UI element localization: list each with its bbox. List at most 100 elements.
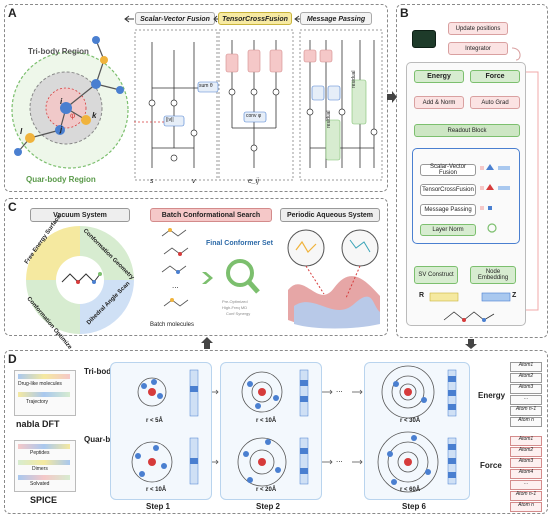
quar-body-region-label: Quar-body Region bbox=[26, 175, 96, 184]
mp-box: Message Passing bbox=[420, 204, 476, 216]
residual-label-1: residual bbox=[351, 70, 357, 88]
spice-bar-1 bbox=[18, 444, 70, 449]
energy-atom-1: Atom1 bbox=[510, 362, 542, 372]
scalar-vector-fusion-header: Scalar-Vector Fusion bbox=[135, 12, 215, 25]
vacuum-quadrant-circle bbox=[26, 226, 134, 334]
trajectory-label: Trajectory bbox=[26, 399, 49, 405]
spice-bar-3 bbox=[18, 475, 70, 480]
batch-search-header: Batch Conformational Search bbox=[150, 208, 272, 222]
energy-atom-n: Atom n bbox=[510, 417, 542, 427]
step1-quar-cutoff: r < 10Å bbox=[146, 487, 167, 493]
step1-label: Step 1 bbox=[146, 502, 171, 511]
block-io-icons bbox=[480, 164, 510, 233]
v-output-label: v bbox=[192, 178, 196, 185]
tcf-box: TensorCrossFusion bbox=[420, 184, 476, 196]
magnifier-icon bbox=[226, 259, 260, 294]
drug-like-label: Drug-like molecules bbox=[18, 381, 62, 387]
r-label: R bbox=[419, 292, 425, 299]
step1-tri-cutoff: r < 5Å bbox=[146, 418, 163, 424]
d-to-c-arrow bbox=[201, 337, 213, 349]
step-gap-dots-top: ... bbox=[336, 385, 343, 394]
panel-a-letter: A bbox=[8, 6, 17, 20]
search-chevron-icon bbox=[202, 272, 213, 284]
spice-bar-2 bbox=[18, 460, 70, 465]
update-positions-box: Update positions bbox=[448, 22, 508, 35]
conv-op-label: conv φ bbox=[246, 113, 262, 119]
add-norm-box: Add & Norm bbox=[414, 96, 464, 109]
atom-i-label: i bbox=[60, 97, 63, 106]
periodic-aqueous-header: Periodic Aqueous System bbox=[280, 208, 380, 222]
force-atom-list: Atom1 Atom2 Atom3 Atom4 ... Atom n-1 Ato… bbox=[510, 436, 542, 512]
step-gap-dots-bottom: ... bbox=[336, 455, 343, 464]
peptides-label: Peptides bbox=[30, 450, 50, 456]
tri-body-label: Tri-body bbox=[84, 367, 116, 376]
force-output-label: Force bbox=[480, 461, 502, 470]
b-to-d-arrow bbox=[465, 339, 477, 349]
step6-quar-cutoff: r < 60Å bbox=[400, 487, 421, 493]
panel-c bbox=[4, 198, 388, 336]
sum-op-label: sum θ bbox=[199, 83, 213, 89]
batch-molecules-label: Batch molecules bbox=[150, 322, 195, 328]
energy-atom-ellipsis: ... bbox=[510, 395, 542, 405]
tri-body-region-label: Tri-body Region bbox=[28, 47, 89, 56]
energy-atom-2: Atom2 bbox=[510, 373, 542, 383]
step2-tri-cutoff: r < 10Å bbox=[256, 418, 277, 424]
input-molecule-sketch bbox=[443, 311, 495, 322]
energy-box: Energy bbox=[414, 70, 464, 83]
filter-note-1: Pre-Optimized bbox=[222, 299, 248, 304]
rz-vectors bbox=[429, 292, 511, 302]
energy-atom-n-1: Atom n-1 bbox=[510, 406, 542, 416]
layer-norm-box: Layer Norm bbox=[420, 224, 476, 236]
batch-molecules-stack bbox=[161, 228, 189, 307]
atom-l-label: l bbox=[20, 127, 23, 136]
spice-name: SPICE bbox=[30, 495, 58, 505]
filter-note-3: Conf Synergy bbox=[226, 311, 251, 316]
atom-k-label: k bbox=[92, 111, 97, 120]
z-label: Z bbox=[512, 292, 517, 299]
node-embedding-box: Node Embedding bbox=[470, 266, 516, 284]
module-schematics bbox=[134, 29, 383, 181]
phi-label: φ bbox=[70, 111, 76, 120]
force-atom-4: Atom4 bbox=[510, 469, 542, 479]
e-output-label: e_ij bbox=[248, 178, 259, 185]
panel-c-letter: C bbox=[8, 200, 17, 214]
periodic-landscape bbox=[287, 229, 380, 329]
message-passing-header: Message Passing bbox=[300, 12, 372, 25]
force-atom-n: Atom n bbox=[510, 502, 542, 512]
svf-box: Scalar-Vector Fusion bbox=[420, 164, 476, 176]
a-to-b-arrow bbox=[387, 91, 397, 103]
auto-grad-box: Auto Grad bbox=[470, 96, 520, 109]
step-graphics bbox=[131, 365, 457, 493]
integrator-box: Integrator bbox=[448, 42, 508, 55]
readout-block-box: Readout Block bbox=[414, 124, 520, 137]
panel-b bbox=[396, 4, 548, 338]
energy-atom-list: Atom1 Atom2 Atom3 ... Atom n-1 Atom n bbox=[510, 362, 542, 427]
force-atom-1: Atom1 bbox=[510, 436, 542, 446]
force-atom-n-1: Atom n-1 bbox=[510, 491, 542, 501]
residual-label-2: residual bbox=[326, 110, 332, 128]
quar-body-label: Quar-body bbox=[84, 435, 125, 444]
sv-construct-box: SV Construct bbox=[414, 266, 458, 284]
tensor-cross-fusion-header: TensorCrossFusion bbox=[218, 12, 292, 25]
step2-label: Step 2 bbox=[256, 502, 281, 511]
s-output-label: s bbox=[150, 178, 154, 185]
nabla-dft-name: nabla DFT bbox=[16, 419, 60, 429]
nabla-bar-2 bbox=[18, 392, 70, 397]
batch-dots: ... bbox=[172, 281, 179, 290]
force-atom-3: Atom3 bbox=[510, 458, 542, 468]
final-conformer-label: Final Conformer Set bbox=[206, 240, 273, 247]
md-thumbnail bbox=[412, 30, 436, 48]
norm-op-label: ||v|| bbox=[166, 117, 174, 123]
atom-j-label: j bbox=[60, 125, 63, 134]
step6-label: Step 6 bbox=[402, 502, 427, 511]
dimers-label: Dimers bbox=[32, 466, 48, 472]
force-box: Force bbox=[470, 70, 520, 83]
vacuum-system-header: Vacuum System bbox=[30, 208, 130, 222]
solvated-label: Solvated bbox=[30, 481, 50, 487]
step6-tri-cutoff: r < 30Å bbox=[400, 418, 421, 424]
panel-d-letter: D bbox=[8, 352, 17, 366]
nabla-bar-1 bbox=[18, 374, 70, 379]
force-atom-ellipsis: ... bbox=[510, 480, 542, 490]
force-atom-2: Atom2 bbox=[510, 447, 542, 457]
filter-note-2: High-Freq MD bbox=[222, 305, 248, 310]
